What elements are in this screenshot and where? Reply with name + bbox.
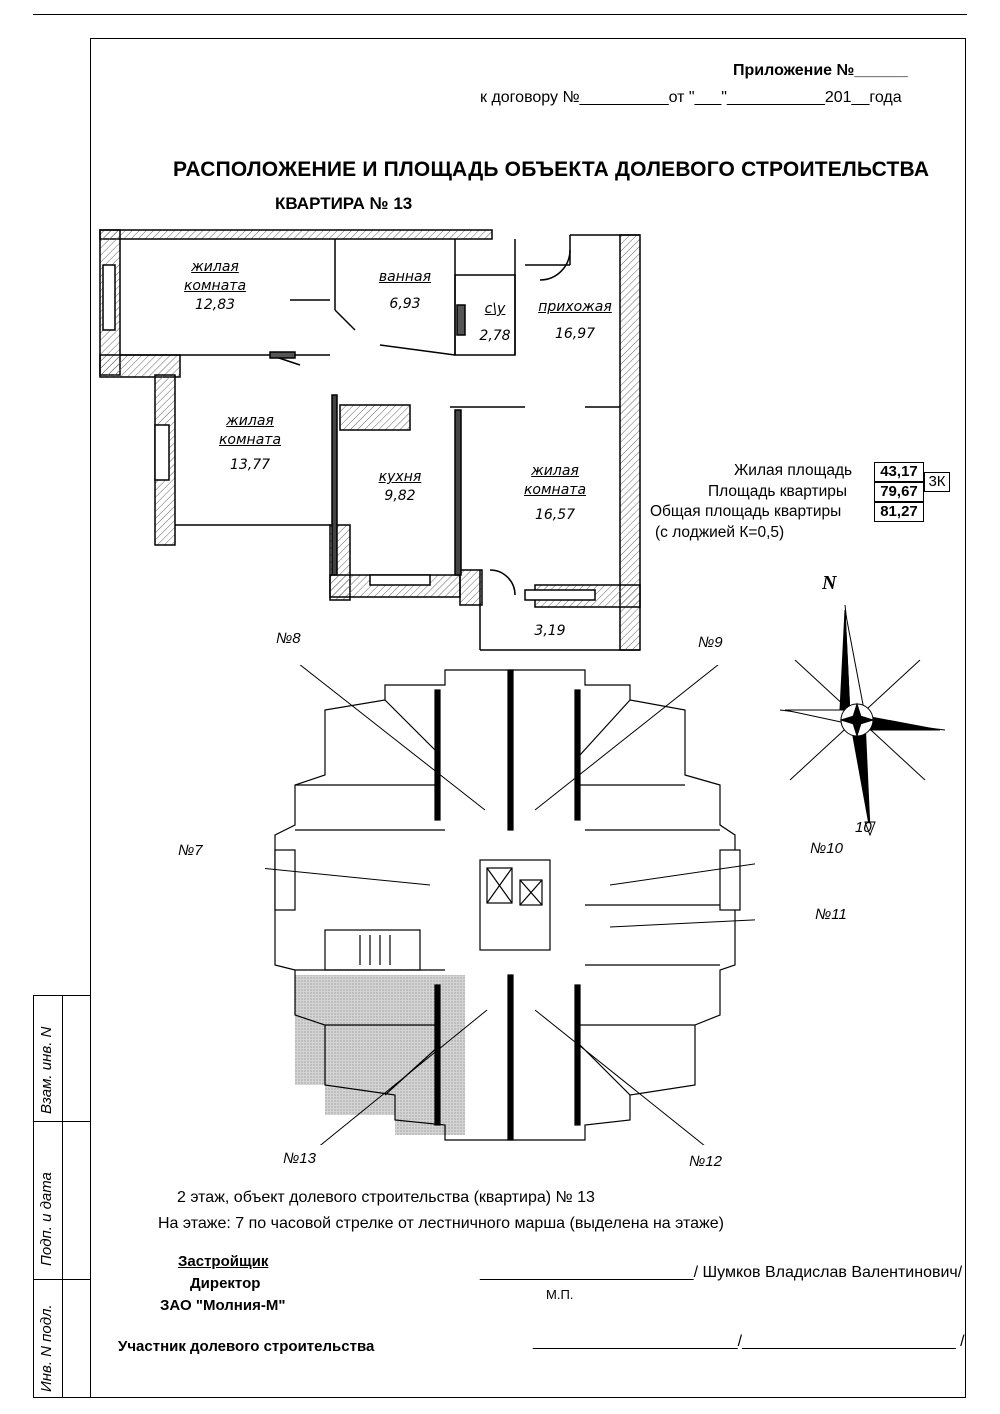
loggia-note: (с лоджией К=0,5)	[655, 524, 785, 541]
apartment-area-label: Площадь квартиры	[708, 483, 848, 500]
stamp-sign-date: Подп. и дата	[38, 1172, 55, 1266]
side-stamp: Взам. инв. N Подп. и дата Инв. N подл.	[33, 995, 91, 1398]
room-loggia: 3,19	[534, 623, 566, 639]
total-area-label: Общая площадь квартиры	[650, 503, 842, 520]
stamp-mark: М.П.	[546, 1287, 574, 1302]
compass-north-label: N	[822, 572, 837, 594]
compass-rose-icon: 10	[779, 604, 946, 837]
top-rule	[33, 14, 967, 15]
position-line: На этаже: 7 по часовой стрелке от лестни…	[158, 1215, 724, 1232]
label-apt-10: №10	[810, 840, 843, 857]
label-apt-8: №8	[276, 630, 301, 647]
label-apt-13: №13	[283, 1150, 316, 1167]
floor-line: 2 этаж, объект долевого строительства (к…	[177, 1189, 595, 1206]
participant-label: Участник долевого строительства	[118, 1338, 375, 1355]
label-apt-7: №7	[178, 842, 203, 859]
company-name: ЗАО "Молния-М"	[160, 1297, 286, 1314]
living-area-value: 43,17	[874, 462, 924, 482]
living-area-label: Жилая площадь	[734, 462, 853, 479]
label-apt-11: №11	[815, 906, 847, 923]
stamp-interchange: Взам. инв. N	[38, 1026, 55, 1114]
sheet-frame	[90, 38, 966, 1398]
total-area-value: 81,27	[874, 502, 924, 522]
developer-label: Застройщик	[178, 1253, 269, 1270]
participant-signature: _______________________/________________…	[533, 1333, 965, 1350]
label-apt-9: №9	[698, 634, 723, 651]
stamp-inventory: Инв. N подл.	[38, 1304, 55, 1392]
apartment-area-value: 79,67	[874, 482, 924, 502]
apartment-plan	[99, 229, 641, 651]
director-signature: ________________________/ Шумков Владисл…	[480, 1264, 963, 1281]
director-label: Директор	[190, 1275, 261, 1292]
apartment-number: КВАРТИРА № 13	[275, 194, 413, 213]
rooms-code: 3К	[924, 472, 950, 492]
contract-line: к договору №__________от "___"__________…	[480, 89, 902, 106]
floor-plan	[265, 665, 755, 1145]
label-apt-12: №12	[689, 1153, 722, 1170]
appendix-label: Приложение №______	[733, 62, 908, 79]
compass-south-mark: 10	[855, 819, 872, 836]
page-title: РАСПОЛОЖЕНИЕ И ПЛОЩАДЬ ОБЪЕКТА ДОЛЕВОГО …	[173, 158, 930, 181]
